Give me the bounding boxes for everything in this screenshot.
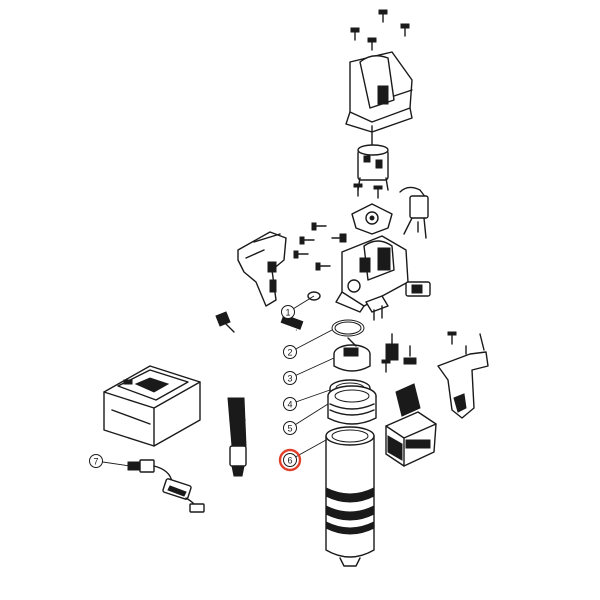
callout-highlight-ring — [278, 448, 302, 472]
callout-circle — [89, 454, 103, 468]
battery-charger — [103, 365, 201, 447]
callouts: 1 2 3 4 5 6 7 — [89, 295, 335, 472]
top-housing-cover — [345, 51, 413, 133]
callout-circle — [283, 421, 297, 435]
side-switch — [405, 281, 431, 297]
callout-number: 3 — [287, 374, 292, 384]
grease-barrel — [325, 426, 375, 567]
screw — [378, 9, 388, 23]
callout-circle — [283, 345, 297, 359]
callout-circle — [281, 305, 295, 319]
callout-circle — [283, 397, 297, 411]
callout-number: 2 — [287, 348, 292, 358]
misc-screws — [381, 333, 417, 373]
callout-3: 3 — [283, 357, 335, 385]
left-housing-half — [237, 231, 287, 307]
bleeder-fitting — [215, 311, 235, 333]
battery-pack — [385, 383, 437, 467]
side-screws — [293, 222, 347, 271]
handle-grip — [437, 331, 489, 419]
motor — [357, 125, 389, 191]
flex-hose — [227, 314, 304, 477]
pump-head — [335, 235, 409, 313]
callout-leader-line — [289, 403, 329, 429]
callout-number: 6 — [287, 456, 292, 466]
screw — [350, 27, 360, 41]
callout-circle — [283, 371, 297, 385]
gear-plate — [351, 203, 393, 235]
retaining-clip — [365, 295, 389, 321]
charger-cord — [127, 459, 205, 513]
callout-7: 7 — [89, 454, 131, 468]
callout-leader-line — [289, 389, 331, 405]
callout-5: 5 — [283, 403, 329, 435]
callout-leader-line — [289, 329, 333, 353]
top-screws — [350, 9, 410, 51]
callout-leader-line — [289, 357, 335, 379]
callout-circle — [283, 453, 297, 467]
callout-number: 7 — [93, 457, 98, 467]
callout-6: 6 — [278, 439, 327, 472]
o-ring — [331, 319, 365, 337]
follower-cap — [333, 337, 371, 372]
screw — [367, 37, 377, 51]
callout-number: 1 — [285, 308, 290, 318]
screw — [400, 23, 410, 37]
callout-2: 2 — [283, 329, 333, 359]
callout-1: 1 — [281, 295, 315, 319]
barrel-cap — [327, 385, 377, 425]
callout-number: 4 — [287, 400, 292, 410]
trigger-switch — [399, 186, 429, 239]
callout-number: 5 — [287, 424, 292, 434]
motor-screws — [353, 183, 383, 199]
callout-4: 4 — [283, 389, 331, 411]
